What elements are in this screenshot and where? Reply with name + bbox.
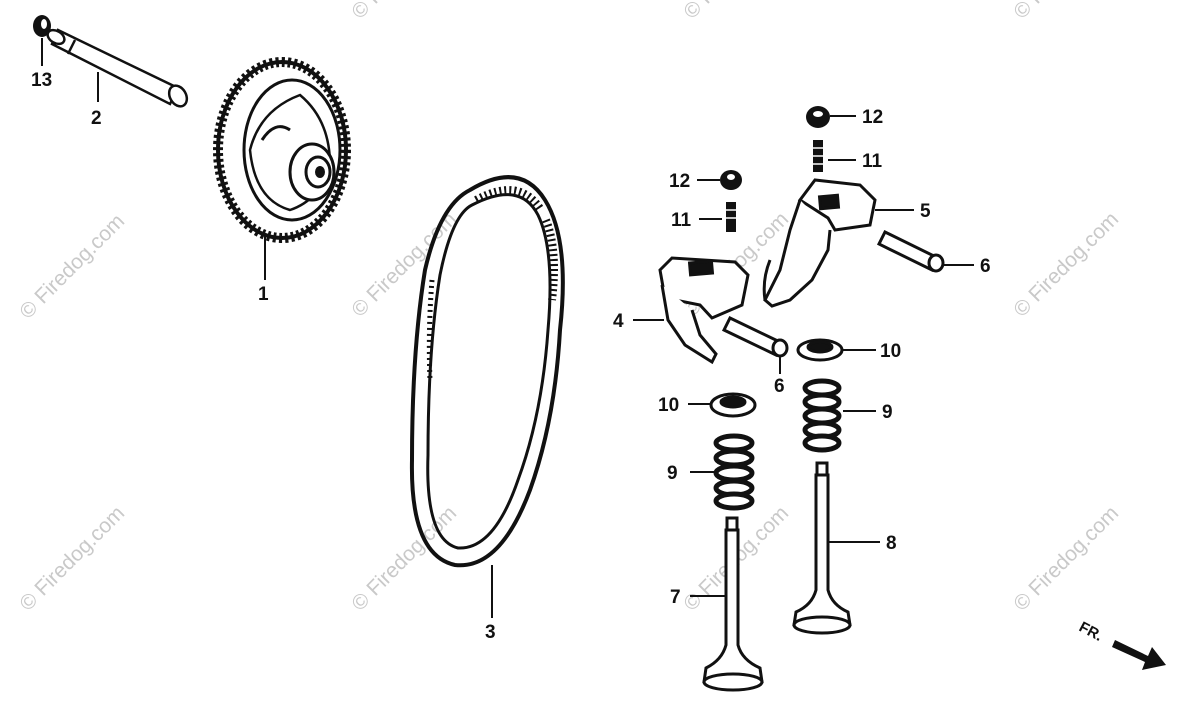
part-2-shaft bbox=[46, 28, 189, 108]
callout-3: 3 bbox=[485, 622, 496, 643]
watermark: © Firedog.com bbox=[1009, 502, 1123, 616]
callout-7: 7 bbox=[670, 587, 681, 608]
part-7-valve bbox=[702, 516, 764, 692]
watermark: © Firedog.com bbox=[347, 502, 461, 616]
part-13-clip bbox=[33, 15, 51, 37]
callout-4: 4 bbox=[613, 311, 624, 332]
watermark: © Firedog.com bbox=[679, 0, 793, 24]
callout-2: 2 bbox=[91, 108, 102, 129]
part-5-rocker-arm bbox=[762, 178, 877, 308]
callout-9: 9 bbox=[882, 402, 893, 423]
part-1-cam-pulley bbox=[213, 57, 351, 243]
callout-5: 5 bbox=[920, 201, 931, 222]
callout-labels: 13 2 1 3 4 5 6 6 7 8 9 9 10 10 11 11 12 … bbox=[31, 70, 991, 643]
watermark: © Firedog.com bbox=[15, 502, 129, 616]
callout-13: 13 bbox=[31, 70, 52, 91]
part-9-spring-right bbox=[802, 378, 842, 453]
callout-6: 6 bbox=[980, 256, 991, 277]
part-10-retainer-left bbox=[709, 392, 757, 418]
watermark: © Firedog.com bbox=[347, 208, 461, 322]
watermark: © Firedog.com bbox=[15, 210, 129, 324]
part-11-stud-upper bbox=[813, 140, 823, 172]
callout-12: 12 bbox=[669, 171, 690, 192]
watermark: © Firedog.com bbox=[1009, 208, 1123, 322]
watermark: © Firedog.com bbox=[1009, 0, 1123, 24]
part-6-pin-lower bbox=[721, 316, 789, 358]
callout-10: 10 bbox=[880, 341, 901, 362]
watermark: © Firedog.com bbox=[347, 0, 461, 24]
direction-label: FR. bbox=[1076, 619, 1105, 645]
callout-1: 1 bbox=[258, 284, 269, 305]
callout-11: 11 bbox=[862, 151, 883, 172]
callout-8: 8 bbox=[886, 533, 897, 554]
callout-10: 10 bbox=[658, 395, 679, 416]
part-4-rocker-arm bbox=[658, 256, 750, 365]
front-direction-indicator: FR. bbox=[1076, 619, 1166, 670]
leader-lines bbox=[41, 38, 974, 618]
part-11-stud-left bbox=[726, 202, 736, 232]
part-3-timing-belt bbox=[409, 175, 565, 568]
callout-9: 9 bbox=[667, 463, 678, 484]
callout-11: 11 bbox=[671, 210, 692, 231]
part-9-spring-left bbox=[713, 433, 755, 511]
part-8-valve bbox=[792, 461, 852, 635]
front-arrow-icon bbox=[1112, 640, 1166, 670]
part-12-nut-left bbox=[720, 170, 742, 190]
callout-6: 6 bbox=[774, 376, 785, 397]
part-6-pin-upper bbox=[876, 229, 945, 273]
part-12-nut-upper bbox=[806, 106, 830, 128]
callout-12: 12 bbox=[862, 107, 883, 128]
part-10-retainer-right bbox=[796, 338, 844, 362]
